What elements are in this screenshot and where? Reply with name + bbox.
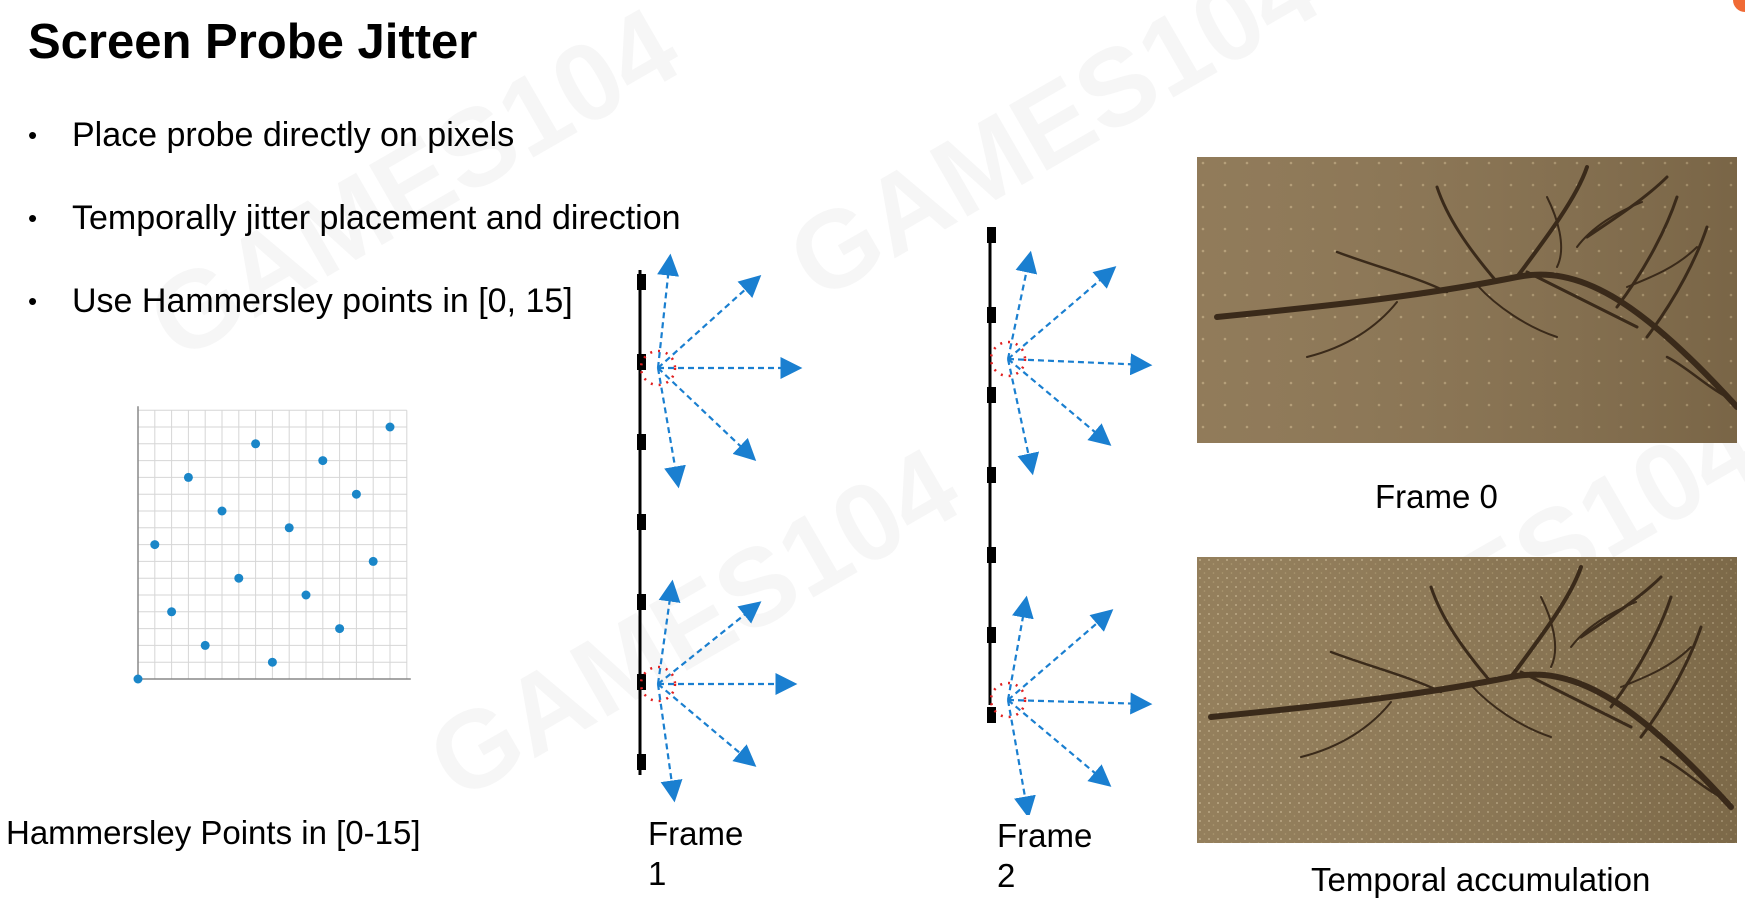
ray-arrow	[1006, 699, 1036, 815]
branch-stroke	[1306, 301, 1398, 358]
frame-1-caption-line1: Frame	[648, 815, 744, 852]
ray-arrow	[656, 683, 683, 803]
hammersley-point	[385, 422, 395, 432]
hammersley-plot	[133, 406, 411, 684]
frame-0-image	[1197, 157, 1737, 443]
pixel-tick	[637, 594, 646, 610]
branch-stroke	[1429, 585, 1493, 684]
pixel-tick	[987, 627, 996, 643]
frame-1-caption: Frame 1	[648, 814, 743, 894]
ray-arrow	[1007, 358, 1112, 446]
branch-stroke	[1546, 196, 1563, 268]
ray-arrow	[1006, 358, 1040, 476]
branch-stroke	[1525, 270, 1639, 329]
frame-0-caption: Frame 0	[1375, 478, 1498, 515]
branch-stroke	[1659, 755, 1723, 799]
branch-stroke	[1615, 195, 1679, 309]
branch-stroke	[1626, 246, 1698, 288]
pixel-tick	[987, 227, 996, 243]
bullet-item: Temporally jitter placement and directio…	[28, 198, 681, 281]
hammersley-point	[267, 657, 277, 667]
branch-illustration	[1214, 165, 1737, 410]
ray-arrow	[657, 275, 762, 369]
ray-arrow	[1007, 699, 1112, 787]
branch-stroke	[1645, 225, 1709, 339]
frame-2-diagram	[987, 227, 1153, 815]
pixel-tick	[987, 387, 996, 403]
temporal-accumulation-image	[1197, 557, 1737, 843]
ray-arrow	[657, 367, 757, 462]
corner-marker	[1733, 0, 1745, 12]
ray-arrow	[1007, 609, 1114, 701]
bullet-item: Use Hammersley points in [0, 15]	[28, 281, 681, 364]
ray-arrow	[1006, 595, 1034, 701]
hammersley-point	[167, 607, 177, 617]
hammersley-caption: Hammersley Points in [0-15]	[6, 814, 421, 851]
ray-arrow	[1006, 250, 1038, 360]
hammersley-point	[284, 523, 294, 533]
hammersley-point	[318, 456, 328, 466]
branch-stroke	[1639, 625, 1703, 739]
frame-2-caption: Frame 2	[997, 816, 1092, 896]
hammersley-point	[200, 640, 210, 650]
frame-1-diagram	[637, 253, 803, 803]
bullet-item: Place probe directly on pixels	[28, 115, 681, 198]
branch-stroke	[1570, 601, 1637, 648]
pixel-tick	[987, 707, 996, 723]
ray-arrow	[1007, 353, 1153, 376]
branch-stroke	[1435, 185, 1499, 284]
bullet-list: Place probe directly on pixels Temporall…	[28, 115, 681, 364]
ray-arrow	[657, 601, 762, 685]
page-title: Screen Probe Jitter	[28, 15, 478, 69]
hammersley-point	[183, 472, 193, 482]
hammersley-points	[133, 422, 395, 684]
branch-illustration	[1208, 565, 1734, 810]
frame-1-caption-line2: 1	[648, 855, 667, 892]
branch-stroke	[1329, 650, 1443, 694]
ray-arrow	[657, 683, 757, 767]
branch-stroke	[1576, 201, 1643, 248]
branch-stroke	[1609, 595, 1673, 709]
pixel-tick	[637, 514, 646, 530]
branch-stroke	[1509, 565, 1583, 679]
branch-stroke	[1300, 701, 1392, 758]
pixel-tick	[637, 354, 646, 370]
probe-marker	[989, 340, 1027, 378]
branch-stroke	[1515, 165, 1589, 279]
hammersley-point	[217, 506, 227, 516]
branch-stroke	[1540, 596, 1557, 668]
pixel-tick	[637, 674, 646, 690]
branch-stroke	[1665, 355, 1729, 399]
pixel-tick	[637, 754, 646, 770]
ray-arrow	[1007, 266, 1117, 360]
probe-marker	[639, 349, 677, 387]
pixel-tick	[637, 434, 646, 450]
pixel-tick	[637, 274, 646, 290]
temporal-accumulation-caption: Temporal accumulation	[1311, 861, 1651, 898]
hammersley-point	[301, 590, 311, 600]
hammersley-grid	[137, 406, 411, 680]
ray-arrow	[1007, 692, 1153, 715]
branch-stroke	[1470, 684, 1552, 738]
pixel-tick	[987, 307, 996, 323]
hammersley-point	[133, 674, 143, 684]
hammersley-point	[251, 439, 261, 449]
frame-2-caption-line1: Frame	[997, 817, 1093, 854]
branch-stroke	[1476, 284, 1558, 338]
hammersley-point	[335, 624, 345, 634]
ray-arrow	[656, 579, 681, 685]
pixel-tick	[987, 547, 996, 563]
ray-arrow	[656, 253, 680, 369]
pixel-tick	[987, 467, 996, 483]
branch-stroke	[1519, 670, 1633, 729]
hammersley-point	[351, 489, 361, 499]
probe-marker	[989, 681, 1027, 719]
hammersley-point	[234, 573, 244, 583]
branch-stroke	[1335, 250, 1449, 294]
hammersley-point	[368, 556, 378, 566]
branch-stroke	[1620, 646, 1692, 688]
probe-marker	[639, 665, 677, 703]
hammersley-point	[150, 540, 160, 550]
frame-2-caption-line2: 2	[997, 857, 1016, 894]
